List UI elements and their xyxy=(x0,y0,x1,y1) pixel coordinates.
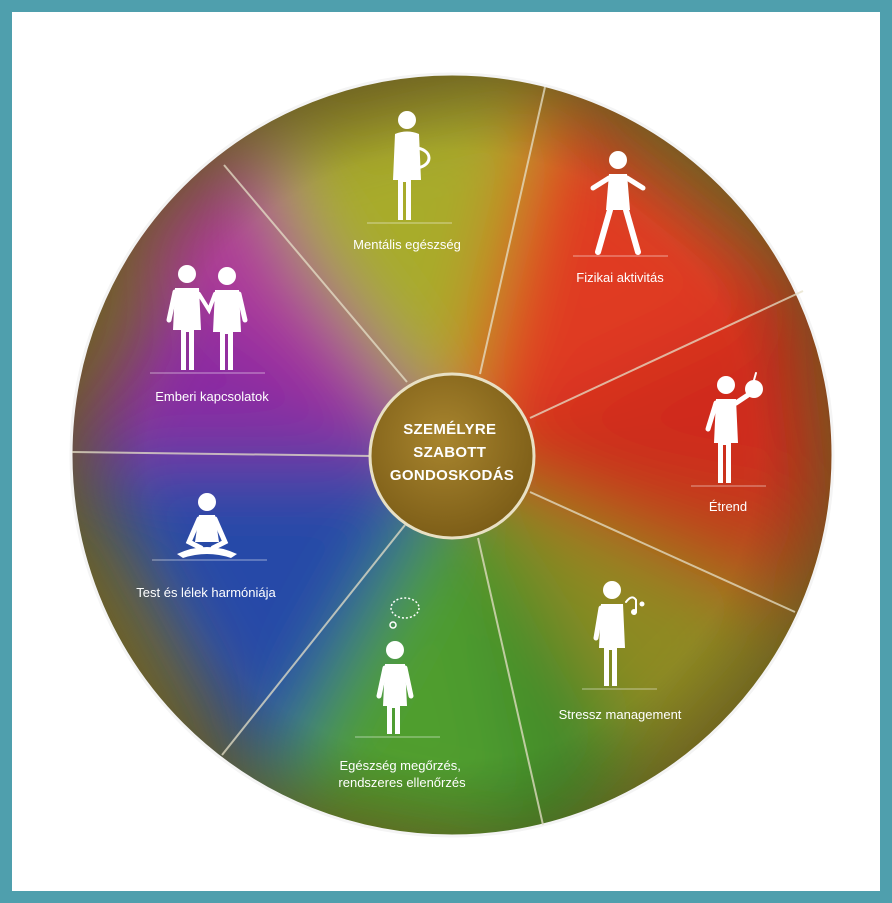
two-people-holding-hands-icon xyxy=(150,265,265,374)
center-hub: SZEMÉLYRE SZABOTT GONDOSKODÁS xyxy=(368,372,536,540)
meditating-person-icon xyxy=(152,493,267,561)
label-mentalis-egeszseg: Mentális egészség xyxy=(353,237,461,252)
label-fizikai-aktivitas: Fizikai aktivitás xyxy=(576,270,664,285)
label-test-es-lelek: Test és lélek harmóniája xyxy=(136,585,276,600)
segment-labels: Mentális egészség Fizikai aktivitás Étre… xyxy=(136,237,747,790)
label-egeszseg-megorzes: Egészség megőrzés, rendszeres ellenőrzés xyxy=(338,758,466,790)
label-stressz-management: Stressz management xyxy=(559,707,682,722)
person-with-apple-icon xyxy=(691,372,766,487)
person-with-pillow-icon xyxy=(367,111,452,224)
segment-dividers xyxy=(71,86,804,826)
person-with-thought-bubble-icon xyxy=(355,597,440,738)
label-emberi-kapcsolatok: Emberi kapcsolatok xyxy=(155,389,269,404)
person-with-music-icon xyxy=(582,581,657,690)
label-etrend: Étrend xyxy=(709,499,747,514)
person-stretching-icon xyxy=(573,151,668,257)
center-title: SZEMÉLYRE SZABOTT GONDOSKODÁS xyxy=(390,421,514,484)
wheel-rim xyxy=(69,72,835,838)
